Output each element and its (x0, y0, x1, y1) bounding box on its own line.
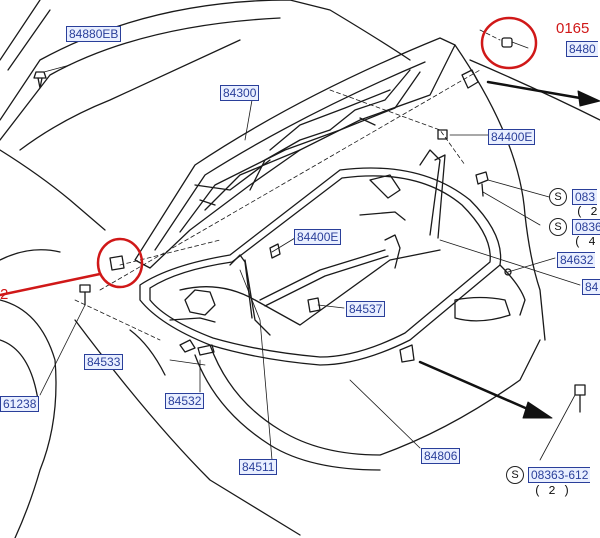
callout-8480[interactable]: 8480 (566, 41, 598, 57)
quantity-middle: ( 4 (574, 235, 596, 249)
clip-part (33, 71, 47, 79)
screw-marker-upper: S (549, 188, 567, 206)
fastener-parts (33, 37, 586, 413)
grommet-part (501, 37, 513, 48)
quantity-upper: ( 2 (576, 205, 598, 219)
red-label-left: 2 (0, 286, 9, 303)
screw-marker-lower: S (506, 466, 524, 484)
red-label-top: 0165 (556, 20, 590, 37)
release-cable (259, 234, 401, 307)
rear-window-outline (0, 0, 411, 151)
callout-0836-lower[interactable]: 0836 (572, 219, 600, 235)
highlight-circle-clip (96, 237, 144, 289)
callout-0836-upper[interactable]: 083 (572, 189, 598, 205)
screw-marker-middle: S (549, 218, 567, 236)
direction-arrows (418, 80, 600, 419)
callout-84632[interactable]: 84632 (557, 252, 596, 268)
callout-61238[interactable]: 61238 (0, 396, 40, 412)
quantity-lower: ( 2 ) (534, 484, 571, 498)
trunk-opening-seal (139, 149, 502, 366)
trunk-lock-assembly (169, 174, 406, 323)
red-pointer-line (0, 272, 102, 297)
callout-84533[interactable]: 84533 (84, 354, 124, 370)
highlight-circle-grommet (480, 16, 538, 70)
callout-84-right[interactable]: 84 (582, 279, 600, 295)
left-body-panel (0, 149, 301, 538)
callout-84300[interactable]: 84300 (220, 85, 260, 101)
callout-84537[interactable]: 84537 (346, 301, 386, 317)
dashed-guides (74, 29, 501, 341)
leader-lines (39, 41, 581, 461)
callout-84511[interactable]: 84511 (239, 459, 278, 475)
callout-84532[interactable]: 84532 (165, 393, 205, 409)
callout-84806[interactable]: 84806 (421, 448, 461, 464)
callout-08363-612[interactable]: 08363-612 (528, 467, 591, 483)
trunk-lid (134, 37, 456, 269)
callout-84880eb[interactable]: 84880EB (66, 26, 122, 42)
callout-84400e-lower[interactable]: 84400E (294, 229, 342, 245)
callout-84400e-upper[interactable]: 84400E (488, 129, 536, 145)
highlight-circles (0, 16, 538, 297)
